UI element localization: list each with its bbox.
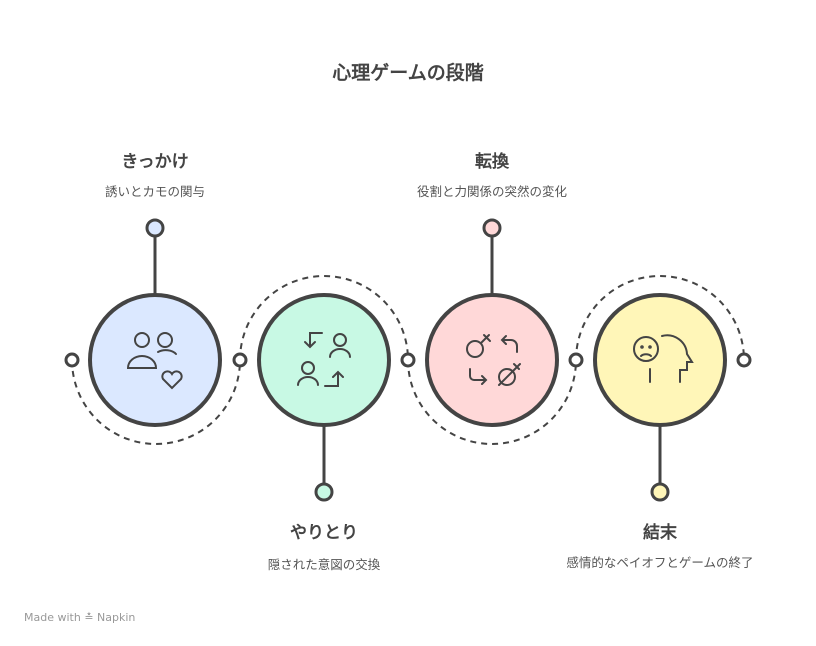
node-dot [736, 352, 752, 368]
node-dot [232, 352, 248, 368]
page-title: 心理ゲームの段階 [332, 62, 484, 84]
connector-arc [71, 359, 241, 445]
stage-description: 隠された意図の交換 [267, 557, 381, 572]
node-dot [568, 352, 584, 368]
stage-circle [425, 293, 559, 427]
stage-description: 誘いとカモの関与 [104, 184, 205, 199]
stem-dot [145, 218, 165, 238]
people-heart-icon [126, 332, 183, 390]
stage-description: 役割と力関係の突然の変化 [416, 184, 567, 199]
stage-description: 感情的なペイオフとゲームの終了 [566, 555, 754, 570]
node-dot [64, 352, 80, 368]
napkin-logo-icon: ≛ [84, 611, 94, 624]
stage-title: 転換 [475, 152, 509, 172]
connector-arc [575, 275, 745, 361]
connector-arc [239, 275, 409, 361]
people-exchange-icon [297, 332, 351, 387]
stage-circle [593, 293, 727, 427]
stem-dot [314, 482, 334, 502]
stage-circle [257, 293, 391, 427]
stage-title: やりとり [290, 523, 358, 543]
stem-dot [482, 218, 502, 238]
node-dot [400, 352, 416, 368]
stage-circle [88, 293, 222, 427]
sad-head-icon [633, 334, 694, 383]
footer-brand: Made with ≛ Napkin [24, 611, 136, 624]
stage-title: きっかけ [121, 152, 189, 172]
gender-switch-icon [466, 334, 521, 386]
stage-title: 結末 [643, 523, 677, 543]
connector-arc [407, 359, 577, 445]
stem-dot [650, 482, 670, 502]
